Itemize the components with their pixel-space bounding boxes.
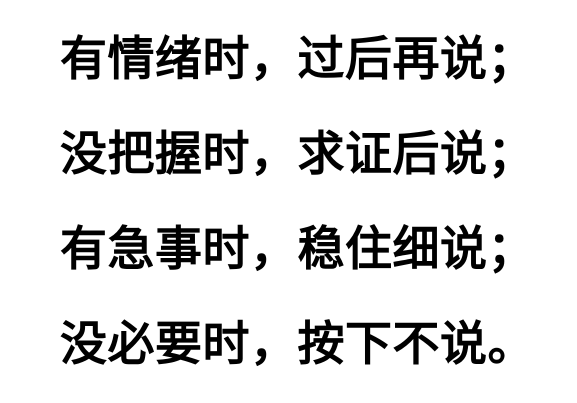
poem-line-2: 没把握时，求证后说； bbox=[60, 127, 535, 182]
poem-line-1: 有情绪时，过后再说； bbox=[60, 32, 535, 87]
poem-line-4: 没必要时，按下不说。 bbox=[60, 317, 535, 372]
poem-text-block: 有情绪时，过后再说； 没把握时，求证后说； 有急事时，稳住细说； 没必要时，按下… bbox=[60, 36, 560, 369]
poem-line-3: 有急事时，稳住细说； bbox=[60, 222, 535, 277]
